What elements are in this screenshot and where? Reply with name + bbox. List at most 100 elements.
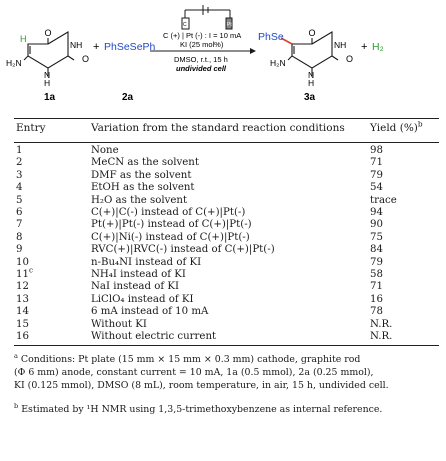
nh-1a: NH: [70, 40, 82, 50]
electrode-right-label: Pt: [227, 22, 232, 28]
entry-cell: 4: [16, 182, 22, 194]
entry-cell: 1: [16, 145, 22, 157]
yield-cell: 54: [370, 182, 383, 194]
label-1a: 1a: [44, 92, 56, 103]
electrode-left-label: C: [183, 22, 187, 28]
yield-cell: 71: [370, 157, 383, 169]
entry-number: 9: [16, 244, 23, 256]
product-3a: [280, 31, 339, 76]
entry-cell: 14: [16, 306, 29, 318]
variation-cell: n-Bu₄NI instead of KI: [91, 256, 202, 268]
yield-cell: 16: [370, 293, 383, 305]
header-variation: Variation from the standard reaction con…: [91, 122, 345, 134]
table-header: Entry Variation from the standard reacti…: [14, 120, 439, 140]
entry-number: 5: [16, 194, 23, 206]
electrochemical-cell-icon: [181, 5, 233, 30]
phse-group: PhSe: [258, 31, 284, 43]
entry-number: 12: [16, 281, 29, 293]
entry-number: 16: [16, 331, 29, 342]
variation-cell: C(+)|Ni(-) instead of C(+)|Pt(-): [91, 231, 250, 243]
entry-cell: 12: [16, 281, 29, 293]
footnote-a-mark: a: [14, 351, 18, 360]
nh2-1a: H₂N: [6, 58, 22, 68]
n-1a: N: [44, 70, 50, 80]
footnote-b-text: Estimated by ¹H NMR using 1,3,5-trimetho…: [21, 404, 383, 415]
yield-cell: 58: [370, 269, 383, 280]
entry-number: 7: [16, 219, 23, 231]
variation-cell: MeCN as the solvent: [91, 157, 199, 169]
yield-cell: 79: [370, 256, 383, 268]
table-header-rule: [14, 142, 439, 143]
yield-cell: 79: [370, 169, 383, 181]
variation-cell: H₂O as the solvent: [91, 194, 188, 206]
variation-cell: Without electric current: [91, 331, 217, 342]
table-row: 15 Without KI N.R.: [14, 319, 439, 331]
footnote-a: a Conditions: Pt plate (15 mm × 15 mm × …: [14, 353, 439, 392]
entry-cell: 6: [16, 207, 22, 219]
variation-cell: Pt(+)|Pt(-) instead of C(+)|Pt(-): [91, 219, 252, 231]
yield-cell: 94: [370, 207, 383, 218]
table-row: 16 Without electric current N.R.: [14, 331, 439, 343]
arrow-head-icon: [250, 48, 256, 54]
variation-cell: EtOH as the solvent: [91, 182, 195, 194]
nh-h-3a: H: [308, 78, 314, 88]
entry-cell: 7: [16, 219, 22, 231]
entry-cell: 13: [16, 294, 29, 306]
label-2a: 2a: [122, 92, 134, 103]
yield-cell: N.R.: [370, 318, 393, 330]
table-row: 13 LiClO₄ instead of KI 16: [14, 294, 439, 306]
h-atom-1a: H: [20, 34, 27, 44]
table-row: 10 n-Bu₄NI instead of KI 79: [14, 257, 439, 269]
entry-number: 10: [16, 256, 29, 268]
entry-cell: 2: [16, 157, 22, 169]
footnote-a-line-2: (Φ 6 mm) anode, constant current = 10 mA…: [14, 367, 374, 378]
entry-cell: 16: [16, 331, 29, 343]
yield-cell: 75: [370, 231, 383, 243]
footnote-b-mark: b: [14, 401, 19, 410]
yield-cell: N.R.: [370, 331, 393, 342]
table-row: 4 EtOH as the solvent 54: [14, 182, 439, 194]
table-row: 6 C(+)|C(-) instead of C(+)|Pt(-) 94: [14, 207, 439, 219]
variation-cell: NH₄I instead of KI: [91, 269, 186, 280]
entry-cell: 5: [16, 195, 22, 207]
conditions-line-1: C (+) | Pt (-) : I = 10 mA: [163, 31, 241, 40]
o-top-1a: O: [44, 28, 51, 38]
variation-cell: LiClO₄ instead of KI: [91, 293, 194, 305]
footnote-a-line-3: KI (0.125 mmol), DMSO (8 mL), room tempe…: [14, 380, 389, 391]
h2-byproduct: H₂: [372, 41, 384, 53]
conditions-line-4: undivided cell: [176, 64, 227, 73]
entry-cell: 8: [16, 232, 22, 244]
yield-cell: 98: [370, 145, 383, 156]
table-row: 8 C(+)|Ni(-) instead of C(+)|Pt(-) 75: [14, 232, 439, 244]
nh-3a: NH: [334, 40, 346, 50]
variation-cell: DMF as the solvent: [91, 169, 192, 181]
footnote-a-line-1: a Conditions: Pt plate (15 mm × 15 mm × …: [14, 353, 439, 366]
entry-number: 15: [16, 318, 29, 330]
reaction-scheme: O H NH O N H H₂N 1a + PhSeSePh 2a C Pt C…: [6, 5, 384, 103]
label-3a: 3a: [304, 92, 316, 103]
variation-cell: NaI instead of KI: [91, 281, 180, 293]
header-entry: Entry: [16, 122, 46, 134]
o-bottom-3a: O: [346, 54, 353, 64]
nh-h-1a: H: [44, 78, 50, 88]
table-row: 14 6 mA instead of 10 mA 78: [14, 306, 439, 318]
variation-cell: Without KI: [91, 318, 147, 330]
footnote-b: b Estimated by ¹H NMR using 1,3,5-trimet…: [14, 403, 439, 416]
variation-cell: 6 mA instead of 10 mA: [91, 306, 209, 318]
plus-sign-1: +: [93, 41, 99, 53]
table-top-rule: [14, 118, 439, 119]
phsesePh-2a: PhSeSePh: [104, 41, 156, 53]
variation-cell: C(+)|C(-) instead of C(+)|Pt(-): [91, 207, 246, 218]
entry-cell: 10: [16, 257, 29, 269]
entry-number: 4: [16, 182, 23, 194]
yield-cell: 71: [370, 281, 383, 293]
entry-footnote-mark: c: [28, 265, 33, 275]
table-row: 12 NaI instead of KI 71: [14, 281, 439, 293]
yield-cell: 78: [370, 306, 383, 318]
nh2-3a: H₂N: [270, 58, 286, 68]
